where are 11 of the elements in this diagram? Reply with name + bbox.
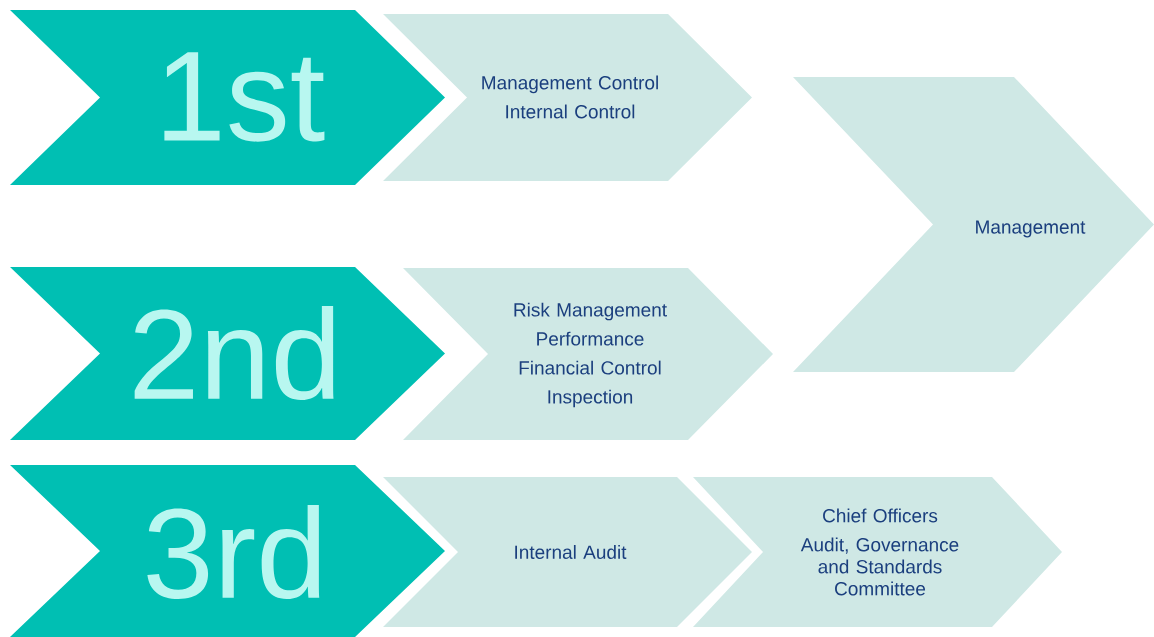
- process-step: 3rd: [10, 465, 445, 637]
- process-step: 1st: [10, 10, 445, 185]
- process-step: Management Control Internal Control: [383, 14, 752, 181]
- node-label: Internal Audit: [515, 545, 627, 559]
- process-step: Risk Management Performance Financial Control Inspection: [403, 268, 773, 440]
- node-label: Chief Officers: [823, 508, 938, 523]
- process-step: Chief Officers Audit, Governance and Standards Committee: [693, 477, 1062, 627]
- process-step: Internal Audit: [383, 477, 752, 627]
- node-label: Audit, Governance and Standards Committee: [800, 537, 959, 596]
- process-step: 2nd: [10, 267, 445, 440]
- process-step: Management: [793, 77, 1154, 372]
